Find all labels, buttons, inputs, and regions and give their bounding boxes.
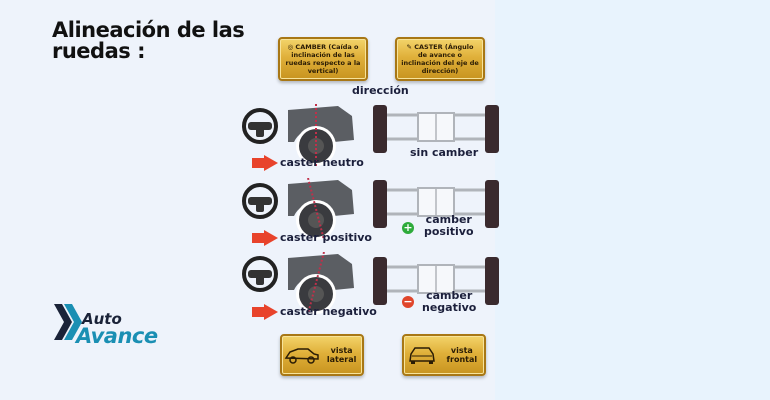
front-view-badge: vista frontal bbox=[402, 334, 486, 376]
steering-wheel-icon bbox=[242, 108, 278, 144]
minus-icon: − bbox=[402, 295, 414, 308]
car-side-icon bbox=[284, 348, 319, 364]
steering-wheel-icon bbox=[242, 256, 278, 292]
positive-camber-label-line2: positivo bbox=[424, 225, 474, 238]
positive-camber-label: camber positivo bbox=[424, 214, 474, 238]
side-view-line1: vista bbox=[330, 346, 353, 355]
positive-camber-label-line1: camber bbox=[425, 213, 472, 226]
side-view-line2: lateral bbox=[326, 355, 357, 364]
side-view-wheel-positive-icon bbox=[288, 178, 354, 241]
title-line-1: Alineación de las bbox=[52, 18, 245, 42]
page-title: Alineación de las ruedas : bbox=[52, 18, 245, 63]
negative-camber-label-line1: camber bbox=[426, 289, 473, 302]
red-arrow-icon bbox=[252, 230, 278, 246]
negative-camber-label: camber negativo bbox=[422, 290, 476, 314]
red-arrow-icon bbox=[252, 155, 278, 171]
front-view-line2: frontal bbox=[446, 355, 478, 364]
chevron-logo-icon bbox=[54, 304, 82, 340]
camber-definition-badge: ◎ CAMBER (Caída o inclinación de las rue… bbox=[278, 37, 368, 81]
red-arrow-icon bbox=[252, 304, 278, 320]
side-view-badge: vista lateral bbox=[280, 334, 364, 376]
background-panel-right bbox=[495, 0, 770, 400]
direction-label: dirección bbox=[352, 84, 409, 97]
front-view-line1: vista bbox=[450, 346, 473, 355]
negative-camber-label-line2: negativo bbox=[422, 301, 477, 314]
logo-text-auto: Auto bbox=[82, 310, 122, 328]
logo-text-avance: Avance bbox=[76, 324, 158, 348]
camber-definition-text: ◎ CAMBER (Caída o inclinación de las rue… bbox=[285, 43, 361, 75]
caster-definition-badge: ✎ CASTER (Ángulo de avance o inclinación… bbox=[395, 37, 485, 81]
car-front-icon bbox=[408, 347, 435, 364]
steering-wheel-icon bbox=[242, 183, 278, 219]
plus-icon: + bbox=[402, 221, 414, 234]
caster-negative-label: caster negativo bbox=[280, 305, 377, 318]
no-camber-label: sin camber bbox=[410, 146, 479, 159]
side-view-wheel-negative-icon bbox=[288, 252, 354, 315]
caster-neutral-label: caster neutro bbox=[280, 156, 364, 169]
caster-definition-text: ✎ CASTER (Ángulo de avance o inclinación… bbox=[401, 43, 479, 75]
caster-positive-label: caster positivo bbox=[280, 231, 372, 244]
title-line-2: ruedas : bbox=[52, 39, 145, 63]
